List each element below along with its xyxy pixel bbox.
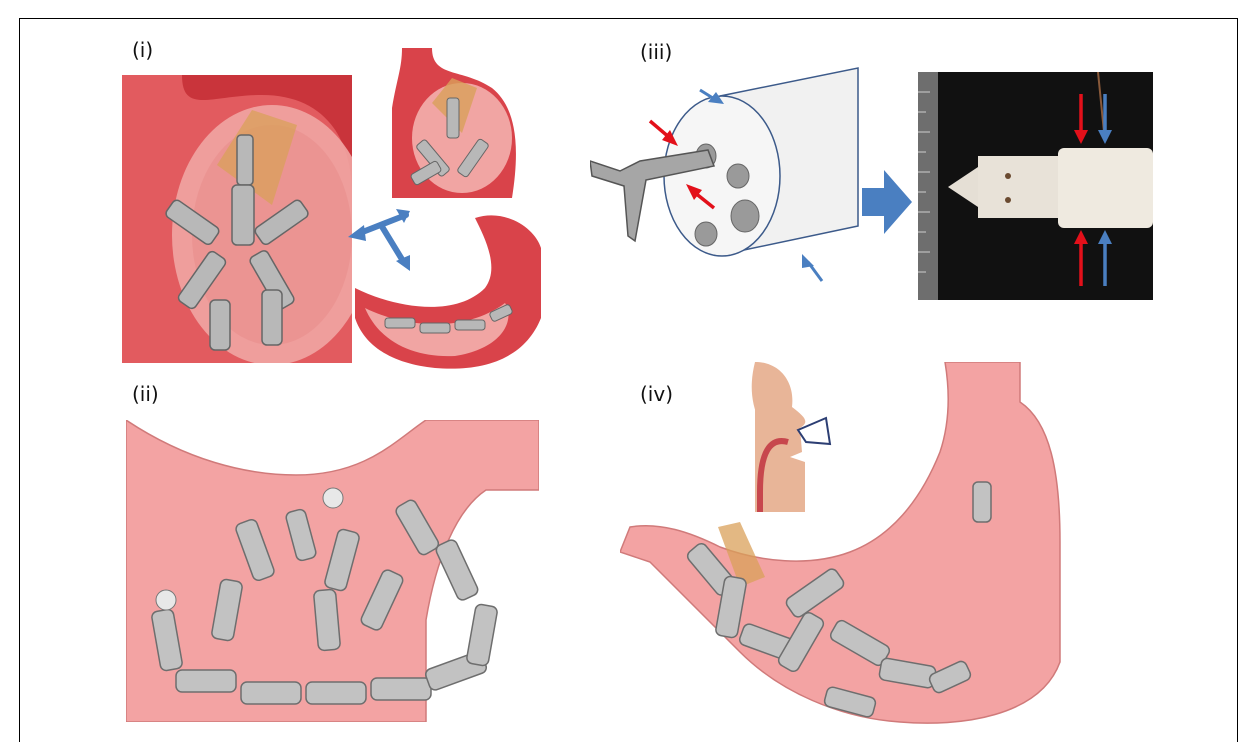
- transform-arrow-icon: [862, 170, 912, 234]
- panel-iv-illustration: [620, 362, 1130, 727]
- view-switch-arrows-icon: [348, 205, 418, 273]
- panel-iii-cylinder-diagram: [590, 66, 860, 286]
- panel-i-inset-top: [392, 48, 520, 198]
- panel-label-i: (i): [132, 38, 153, 62]
- panel-label-iii: (iii): [640, 40, 672, 64]
- panel-label-ii: (ii): [132, 382, 159, 406]
- panel-iii-prototype-photo: [918, 72, 1153, 300]
- panel-ii-illustration: [126, 420, 539, 722]
- panel-i-main-illustration: [122, 75, 352, 363]
